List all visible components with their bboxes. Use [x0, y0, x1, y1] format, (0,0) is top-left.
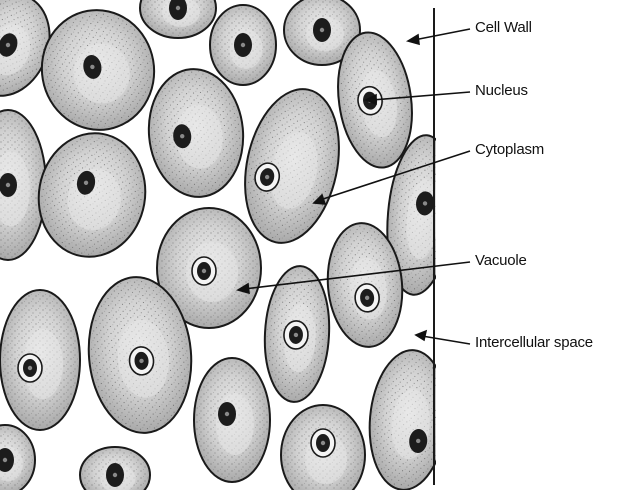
nucleolus — [202, 269, 206, 273]
plant-cell — [194, 358, 270, 482]
nucleolus — [320, 28, 324, 32]
tissue-panel — [0, 0, 459, 490]
label-vacuole: Vacuole — [475, 252, 527, 269]
nucleolus — [3, 458, 7, 462]
plant-cell — [210, 5, 276, 85]
nucleolus — [321, 441, 325, 445]
nucleolus — [176, 6, 180, 10]
vacuole — [216, 393, 254, 455]
label-cytoplasm: Cytoplasm — [475, 141, 544, 158]
nucleolus — [225, 412, 229, 416]
plant-cell — [0, 290, 80, 430]
label-intercellular-space: Intercellular space — [475, 334, 593, 351]
label-cell-wall: Cell Wall — [475, 19, 532, 36]
label-nucleus: Nucleus — [475, 82, 528, 99]
nucleolus — [6, 183, 10, 187]
nucleolus — [241, 43, 245, 47]
nucleolus — [113, 473, 117, 477]
nucleolus — [28, 366, 32, 370]
